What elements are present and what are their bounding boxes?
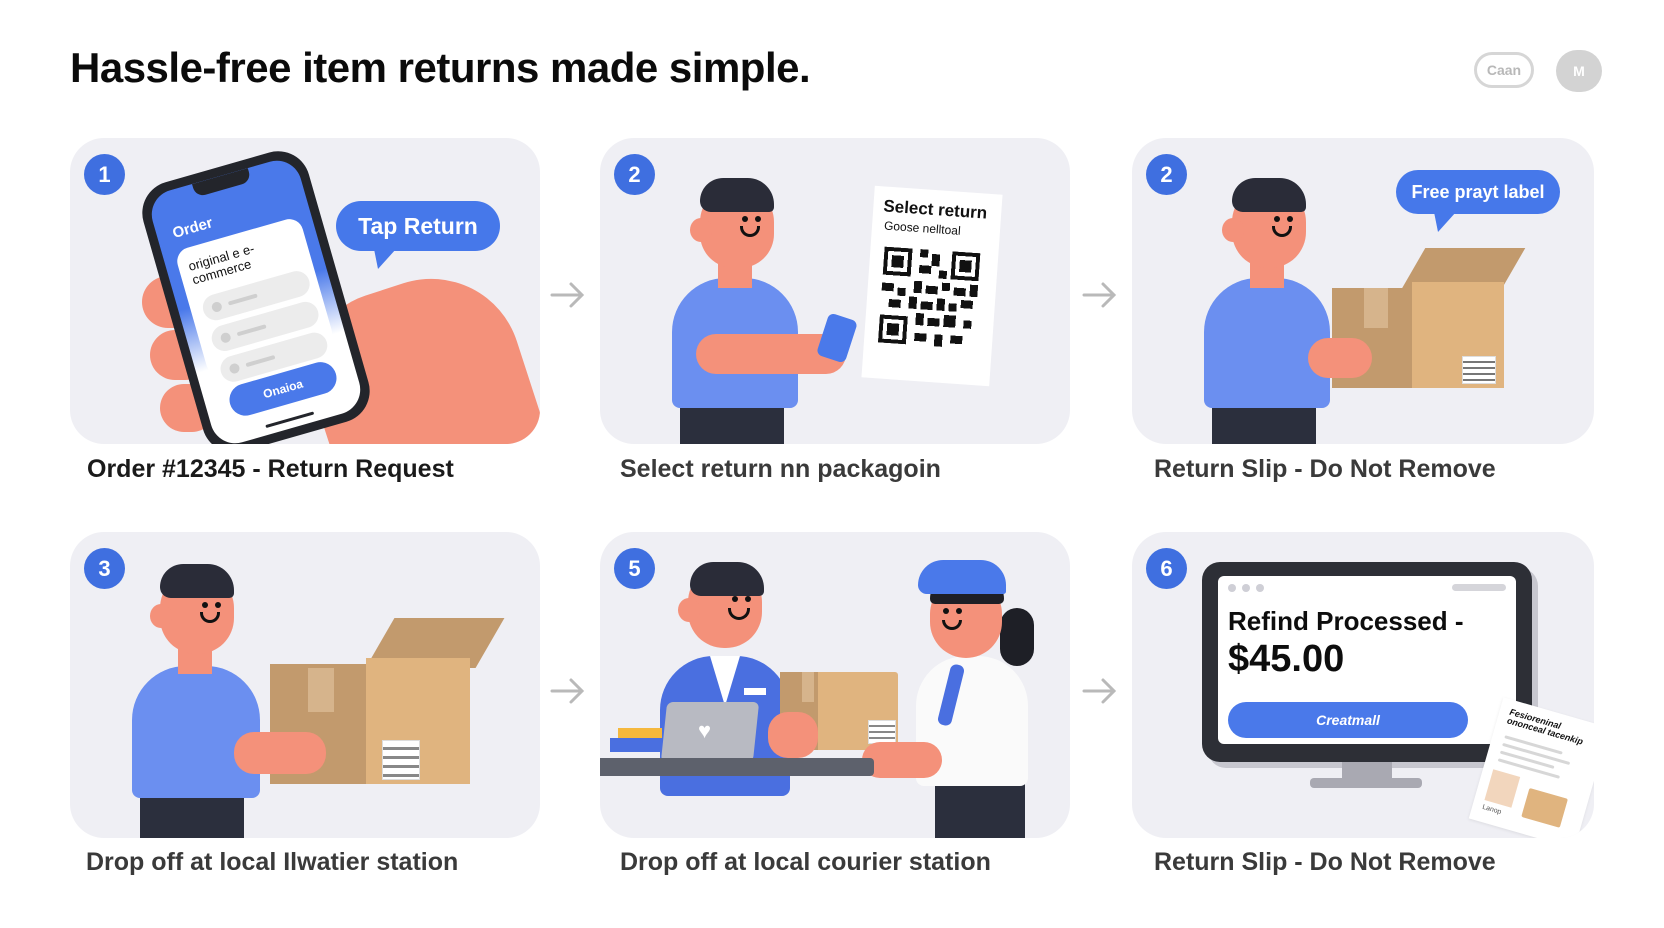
step-panel-6: 6 Refind Processed - $45.00 Creatmall Fe… [1132,532,1594,838]
counter-desk [600,758,874,776]
step-panel-1: 1 Order original e e-commerce Onaioa Tap… [70,138,540,444]
person-ear [690,218,712,242]
person-smile [1272,226,1292,237]
person-ear [1222,218,1244,242]
person-smile [200,612,220,623]
refund-amount: $45.00 [1228,638,1345,680]
step-panel-2: 2 Select return Goose nelltoal [600,138,1070,444]
person-hair [160,564,234,598]
window-dots [1228,584,1264,592]
qr-code-icon [877,246,981,347]
flow-arrow-icon [550,678,585,704]
phone-title: Order [170,214,215,242]
step-caption-3: Return Slip - Do Not Remove [1154,455,1496,483]
qr-return-ticket: Select return Goose nelltoal [861,185,1003,387]
step-number-badge: 3 [84,548,125,589]
person-eye [215,602,221,608]
clerk-eye [745,596,751,602]
flow-arrow-icon [1082,678,1117,704]
step-caption-6: Return Slip - Do Not Remove [1154,848,1496,876]
person-shirt [132,666,260,798]
person-eye [1287,216,1293,222]
person-pants [140,794,244,838]
step-number-badge: 6 [1146,548,1187,589]
clerk-hair [690,562,764,596]
person-hair [700,178,774,212]
step-number-badge: 1 [84,154,125,195]
step-panel-5: 5 ♥ [600,532,1070,838]
clerk-smile [728,608,750,620]
step-number-badge: 2 [614,154,655,195]
shipping-label-icon [1462,356,1496,384]
person-hand [1308,338,1372,378]
person-hand [234,732,326,774]
box-tape [308,668,334,712]
courier-eye [956,608,962,614]
ticket-subtitle: Goose nelltoal [883,218,962,238]
address-bar [1452,584,1506,591]
courier-hand [862,742,942,778]
counter-stack-blue [610,738,668,752]
refund-screen-button: Creatmall [1228,702,1468,738]
step-panel-4: 3 [70,532,540,838]
person-ear [150,604,172,628]
step-caption-5: Drop off at local courier station [620,848,991,876]
speech-bubble: Tap Return [336,201,500,269]
flow-arrow-icon [550,282,585,308]
clerk-hand [768,712,818,758]
phone-order-card: original e e-commerce [173,215,336,385]
step-number-badge: 2 [1146,154,1187,195]
box-tape [802,672,814,702]
person-eye [742,216,748,222]
counter-stack-yellow [618,728,662,738]
person-eye [1274,216,1280,222]
step-panel-3: 2 Free prayt label [1132,138,1594,444]
person-eye [755,216,761,222]
refund-heading: Refind Processed - [1228,606,1464,636]
flow-arrow-icon [1082,282,1117,308]
courier-ponytail [1000,608,1034,666]
shipping-label-icon [382,740,420,780]
shipping-label-icon [868,720,896,744]
person-eye [202,602,208,608]
heart-icon: ♥ [698,718,712,743]
person-smile [740,226,760,237]
courier-cap [918,560,1006,594]
receipt-text: Fesioreninal ononceal tacenkip [1505,706,1585,748]
receipt-box-icon [1521,787,1568,828]
courier-eye [943,608,949,614]
clerk-name-tag [744,688,766,695]
phone-in-hand [815,312,859,364]
courier-pants [935,782,1025,838]
page-title: Hassle-free item returns made simple. [70,44,811,91]
refund-screen: Refind Processed - $45.00 Creatmall [1218,576,1516,744]
monitor-illustration: Refind Processed - $45.00 Creatmall [1202,562,1532,792]
person-hair [1232,178,1306,212]
receipt-footer: Lanop [1481,803,1503,816]
step-caption-4: Drop off at local Ilwatier station [86,848,459,876]
clerk-ear [678,598,700,622]
speech-bubble: Free prayt label [1396,170,1560,232]
receipt-thumbnail [1484,769,1521,808]
person-shirt [1204,278,1330,408]
step-caption-2: Select return nn packagoin [620,455,941,483]
step-number-badge: 5 [614,548,655,589]
courier-smile [942,620,962,630]
box-tape [1364,288,1388,328]
circle-button[interactable]: M [1556,50,1602,92]
clerk-eye [732,596,738,602]
pill-button[interactable]: Caan [1474,52,1534,88]
step-caption-1: Order #12345 - Return Request [87,455,454,483]
